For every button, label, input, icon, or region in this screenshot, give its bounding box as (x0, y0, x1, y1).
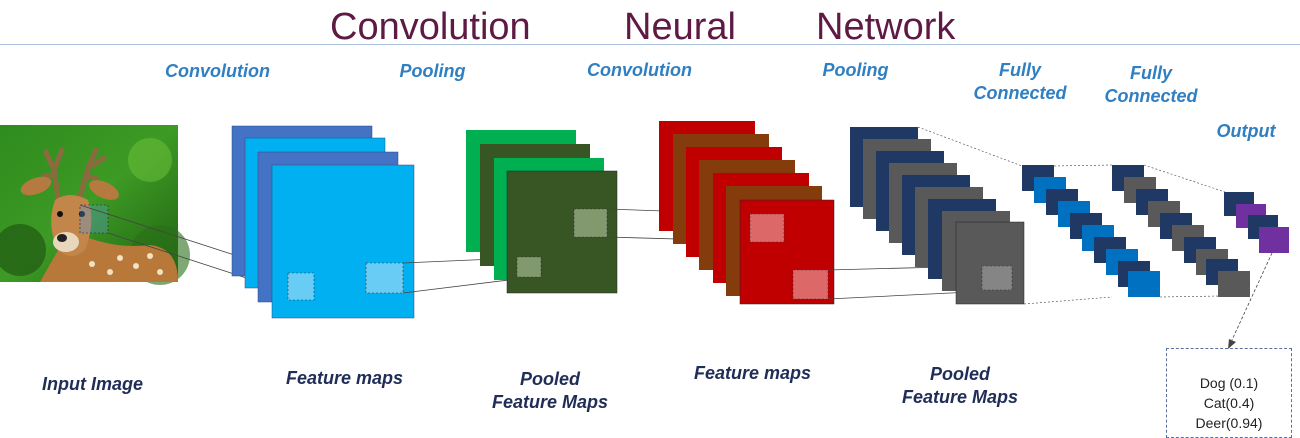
title-word-neural: Neural (624, 6, 736, 48)
caption-feature-maps-1: Feature maps (285, 368, 404, 388)
step-label-fully-connected-2-line2: Connected (1104, 86, 1198, 106)
caption-feature-maps-2: Feature maps (693, 363, 812, 383)
output-class-dog: Dog (0.1) (1199, 375, 1259, 391)
step-label-fully-connected-2: Fully Connected (1091, 62, 1211, 108)
caption-input-image: Input Image (41, 374, 143, 394)
caption-pooled-2-line1: Pooled (929, 364, 990, 384)
caption-pooled-2-line2: Feature Maps (901, 387, 1019, 407)
pooled-map-2-window (981, 265, 1013, 291)
feature-map-2-window-b (792, 269, 829, 300)
output-unit-4 (1259, 227, 1289, 253)
pooled-map-1-window-b (573, 208, 608, 238)
caption-pooled-feature-maps-1: Pooled Feature Maps (470, 368, 630, 414)
title-underline (0, 44, 1300, 45)
feature-map-2-window-a (749, 213, 785, 243)
caption-pooled-feature-maps-2: Pooled Feature Maps (880, 363, 1040, 409)
caption-pooled-1-line2: Feature Maps (491, 392, 609, 412)
step-label-fully-connected-1-line1: Fully (998, 60, 1041, 80)
output-arrow-head (1228, 339, 1236, 349)
fc1-unit-10 (1128, 271, 1160, 297)
step-label-convolution-2: Convolution (587, 60, 692, 80)
fc2-unit-10 (1218, 271, 1250, 297)
output-class-deer: Deer(0.94) (1195, 415, 1263, 431)
step-label-fully-connected-1-line2: Connected (973, 83, 1067, 103)
output-class-cat: Cat(0.4) (1203, 395, 1255, 411)
caption-pooled-1-line1: Pooled (519, 369, 580, 389)
deer-photo-icon (0, 125, 190, 285)
pooled-map-2-layer-9 (955, 221, 1025, 305)
step-label-convolution-1: Convolution (165, 61, 270, 81)
pooled-map-1-window-a (516, 256, 542, 278)
step-label-pooling-2: Pooling (822, 60, 889, 80)
step-label-fully-connected-1: Fully Connected (960, 59, 1080, 105)
output-arrow (1231, 252, 1273, 341)
step-label-output: Output (1216, 121, 1276, 141)
step-label-fully-connected-2-line1: Fully (1129, 63, 1172, 83)
title-word-convolution: Convolution (330, 6, 531, 48)
feature-map-1-window-a (287, 272, 315, 301)
step-label-pooling-1: Pooling (399, 61, 466, 81)
output-probabilities-box: Dog (0.1) Cat(0.4) Deer(0.94) (1166, 348, 1292, 438)
feature-map-1-window-b (365, 262, 404, 294)
title-word-network: Network (816, 6, 956, 48)
